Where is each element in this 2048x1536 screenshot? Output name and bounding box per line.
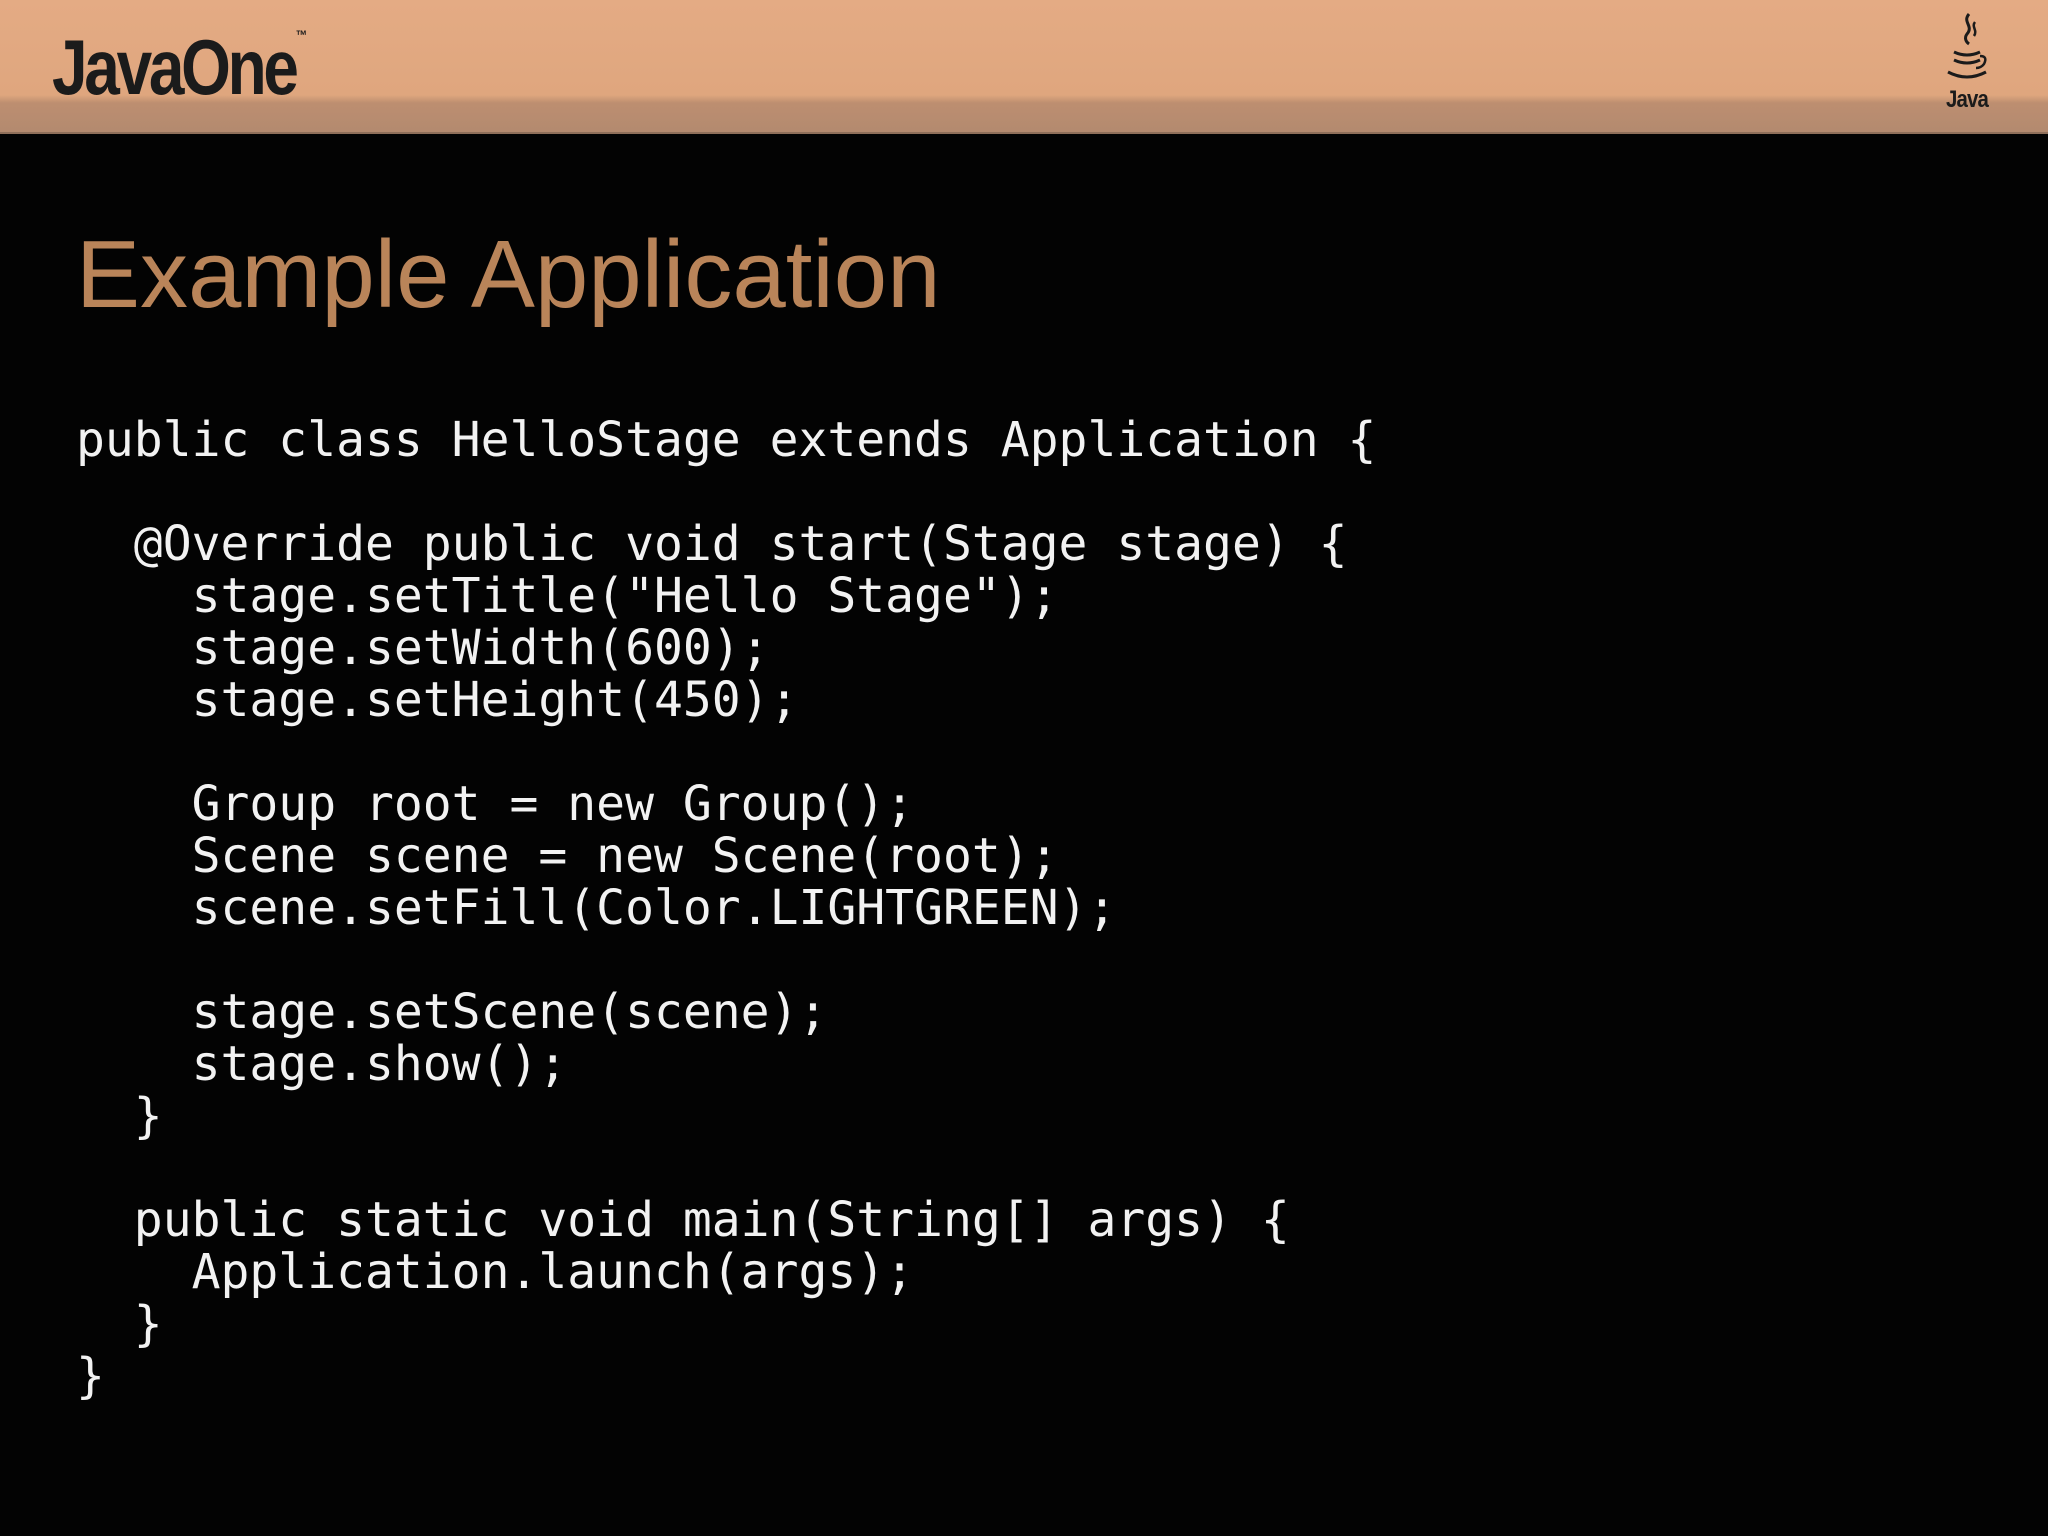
code-line: stage.show(); bbox=[76, 1036, 568, 1092]
code-line: } bbox=[76, 1088, 163, 1144]
code-line: stage.setWidth(600); bbox=[76, 620, 770, 676]
code-line bbox=[76, 1142, 1376, 1194]
code-line: } bbox=[76, 1296, 163, 1352]
code-line: stage.setScene(scene); bbox=[76, 984, 828, 1040]
code-line bbox=[76, 466, 1376, 518]
code-line: Scene scene = new Scene(root); bbox=[76, 828, 1059, 884]
code-line: } bbox=[76, 1348, 105, 1404]
code-line bbox=[76, 726, 1376, 778]
javaone-logo-text: JavaOne bbox=[52, 23, 299, 111]
code-line: public class HelloStage extends Applicat… bbox=[76, 412, 1377, 468]
code-block: public class HelloStage extends Applicat… bbox=[76, 414, 1376, 1402]
code-line: Application.launch(args); bbox=[76, 1244, 915, 1300]
code-line: public static void main(String[] args) { bbox=[76, 1192, 1290, 1248]
javaone-logo: JavaOne™ bbox=[52, 28, 307, 106]
code-line: Group root = new Group(); bbox=[76, 776, 915, 832]
coffee-cup-icon bbox=[1947, 13, 1987, 79]
slide-title: Example Application bbox=[76, 221, 941, 328]
header-bar: JavaOne™ Java bbox=[0, 0, 2048, 134]
code-line: @Override public void start(Stage stage)… bbox=[76, 516, 1348, 572]
java-cup-logo: Java bbox=[1942, 12, 1992, 122]
code-line bbox=[76, 934, 1376, 986]
javaone-logo-trademark: ™ bbox=[295, 27, 308, 43]
code-line: scene.setFill(Color.LIGHTGREEN); bbox=[76, 880, 1117, 936]
java-logo-text: Java bbox=[1946, 86, 1989, 113]
code-line: stage.setTitle("Hello Stage"); bbox=[76, 568, 1059, 624]
code-line: stage.setHeight(450); bbox=[76, 672, 799, 728]
